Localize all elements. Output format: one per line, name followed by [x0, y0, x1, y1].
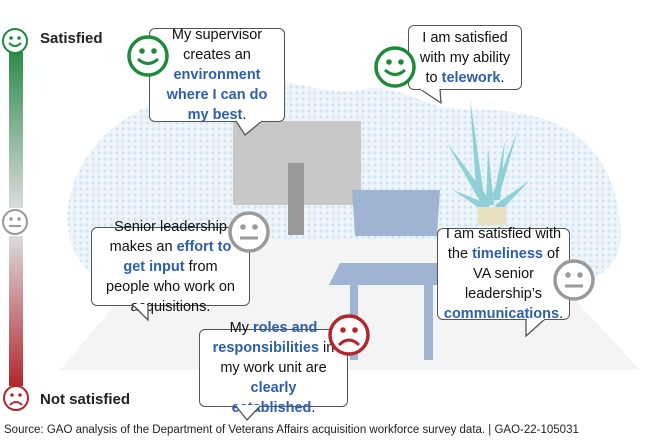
- statement-segment: of VA senior leadership’s: [464, 246, 560, 302]
- statement-segment: I am satisfied with the: [445, 226, 562, 262]
- emphasized-phrase: timeliness: [472, 246, 543, 262]
- not-satisfied-face-icon: [328, 314, 370, 356]
- emphasized-phrase: clearly established: [231, 380, 312, 416]
- statement-segment: .: [242, 107, 247, 123]
- satisfied-label: Satisfied: [40, 30, 103, 47]
- emphasized-phrase: communications: [443, 306, 560, 322]
- statement-bubble-supervisor-environment: My supervisor creates an environment whe…: [149, 25, 285, 125]
- statement-segment: My supervisor creates an: [171, 27, 263, 63]
- neutral-face-icon: [228, 211, 270, 253]
- laptop: [352, 190, 440, 236]
- emphasized-phrase: environment where I can do my best: [166, 67, 268, 123]
- statement-segment: I am satisfied with my ability to: [419, 29, 511, 86]
- statement-bubble-telework: I am satisfied with my ability to telewo…: [408, 25, 522, 90]
- statement-text: Senior leadership makes an effort to get…: [100, 217, 241, 317]
- statement-segment: .: [559, 306, 564, 322]
- satisfied-face-icon: [127, 35, 169, 77]
- emphasized-phrase: roles and responsibilities: [212, 320, 320, 356]
- plant-pot: [478, 207, 506, 225]
- statement-text: My supervisor creates an environment whe…: [158, 25, 276, 125]
- desk-leg: [424, 285, 433, 360]
- statement-segment: My: [229, 320, 253, 336]
- statement-text: My roles and responsibilities in my work…: [208, 318, 339, 418]
- plant: [447, 98, 530, 212]
- statement-text: I am satisfied with the timeliness of VA…: [444, 224, 563, 324]
- emphasized-phrase: telework: [441, 69, 501, 86]
- scale-bar-satisfied: [9, 52, 23, 208]
- not-satisfied-label: Not satisfied: [40, 391, 131, 408]
- satisfied-face-icon: [2, 28, 28, 54]
- statement-segment: from people who work on acquisitions.: [106, 258, 235, 315]
- neutral-face-icon: [553, 259, 595, 301]
- monitor-stand: [288, 163, 304, 235]
- desk-top: [329, 263, 460, 285]
- emphasized-phrase: effort to get input: [123, 238, 232, 275]
- statement-segment: in my work unit are: [220, 340, 335, 376]
- statement-segment: Senior leadership makes an: [109, 218, 227, 255]
- statement-bubble-leadership-communications: I am satisfied with the timeliness of VA…: [437, 226, 570, 322]
- satisfied-face-icon: [374, 46, 416, 88]
- statement-segment: .: [311, 400, 316, 416]
- statement-text: I am satisfied with my ability to telewo…: [417, 28, 513, 88]
- neutral-face-icon: [2, 209, 28, 235]
- statement-segment: .: [500, 69, 505, 86]
- statement-bubble-leadership-input: Senior leadership makes an effort to get…: [91, 219, 250, 315]
- statement-bubble-roles-responsibilities: My roles and responsibilities in my work…: [199, 320, 348, 416]
- scale-bar-not-satisfied: [9, 236, 23, 386]
- not-satisfied-face-icon: [3, 385, 29, 411]
- source-note: Source: GAO analysis of the Department o…: [4, 424, 579, 436]
